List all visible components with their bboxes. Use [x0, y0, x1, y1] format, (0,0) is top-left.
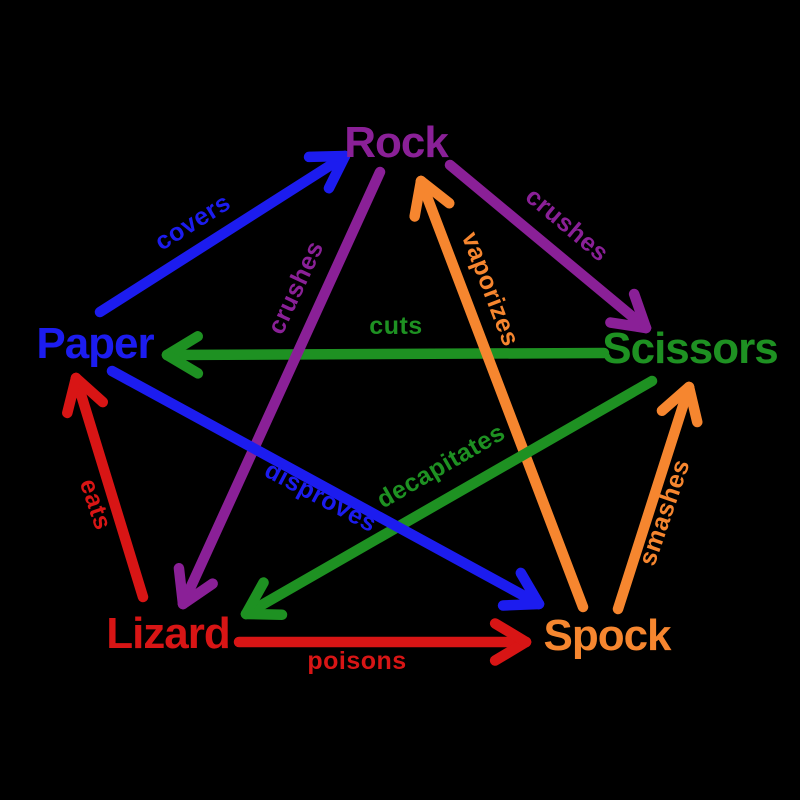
node-paper: Paper	[36, 319, 154, 368]
arrowhead-barb	[323, 150, 351, 194]
arrowhead-barb	[605, 317, 652, 334]
arrowhead-barb	[497, 598, 545, 611]
arrowhead-barb	[240, 577, 269, 620]
edge-spock-smashes-scissors: smashes	[612, 381, 703, 615]
arrowhead-barb	[62, 372, 82, 419]
arrowhead-barb	[515, 567, 545, 610]
edge-label-covers: covers	[150, 188, 236, 256]
arrow-shaft	[415, 175, 589, 613]
arrowhead-barb	[656, 381, 695, 416]
edge-label-crushes: crushes	[520, 182, 614, 267]
arrow-shaft	[161, 347, 610, 361]
edge-label-smashes: smashes	[633, 456, 695, 570]
arrowhead-barb	[303, 150, 351, 163]
arrow-shaft	[444, 159, 652, 334]
node-spock: Spock	[543, 611, 672, 660]
arrowhead-barb	[177, 578, 218, 610]
arrow-shaft	[106, 365, 545, 610]
edge-label-cuts: cuts	[369, 312, 422, 340]
edge-lizard-eats-paper: eats	[62, 372, 149, 603]
arrowhead-barb	[489, 636, 532, 666]
arrowhead-barb	[173, 562, 189, 610]
node-lizard: Lizard	[106, 609, 230, 658]
edge-label-disproves: disproves	[260, 456, 381, 538]
node-scissors: Scissors	[602, 324, 777, 373]
arrow-shaft	[177, 166, 386, 610]
edge-lizard-poisons-spock: poisons	[233, 618, 532, 675]
arrowhead-barb	[161, 331, 204, 361]
arrowhead-barb	[628, 288, 652, 334]
arrowhead-barb	[70, 372, 109, 408]
edge-label-crushes: crushes	[262, 237, 329, 339]
arrow-shaft	[94, 150, 351, 318]
arrow-shaft	[240, 375, 658, 620]
arrowhead-barb	[161, 349, 204, 379]
edge-scissors-cuts-paper: cuts	[161, 312, 610, 379]
arrowhead-barb	[415, 175, 455, 209]
arrow-shaft	[70, 372, 149, 603]
arrowhead-barb	[409, 175, 427, 222]
edge-label-poisons: poisons	[307, 647, 406, 675]
node-rock: Rock	[344, 118, 449, 167]
arrowhead-barb	[489, 618, 532, 648]
edge-spock-vaporizes-rock: vaporizes	[409, 175, 589, 613]
arrowhead-barb	[240, 608, 288, 620]
arrowhead-barb	[683, 381, 703, 428]
arrow-shaft	[612, 381, 695, 615]
